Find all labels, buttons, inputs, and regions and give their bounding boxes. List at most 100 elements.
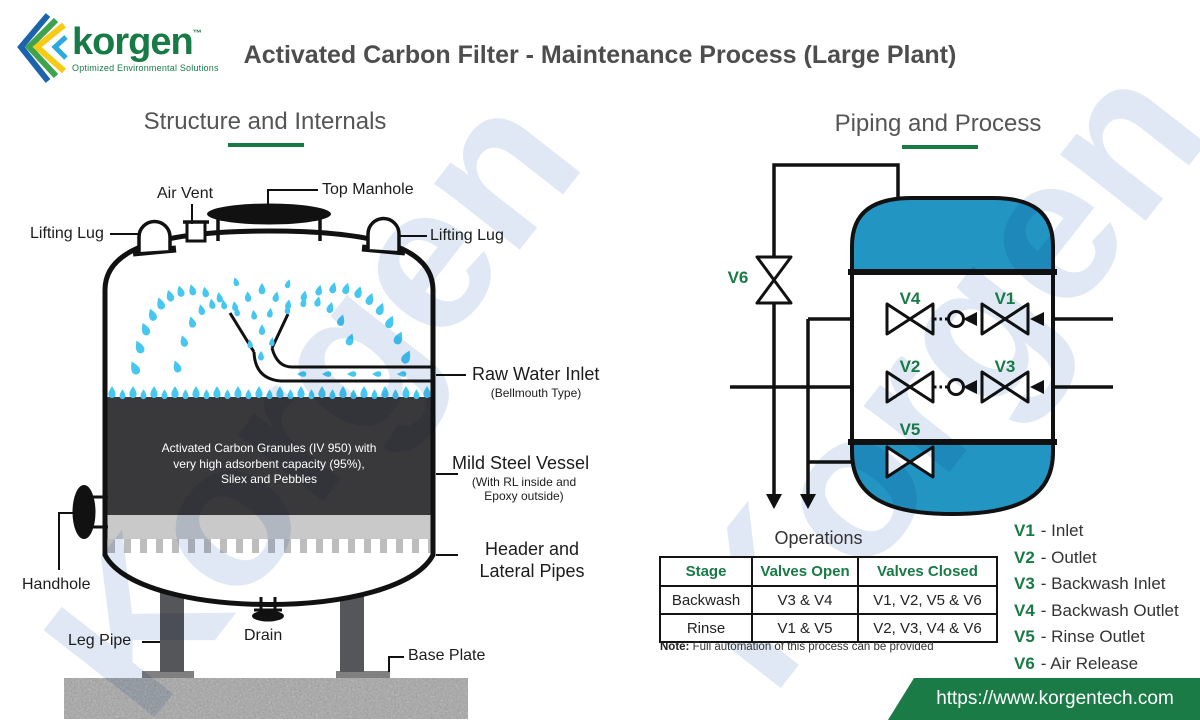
- handhole-fitting: [72, 485, 108, 539]
- label-lifting-lug-right: Lifting Lug: [430, 227, 504, 244]
- list-item: V1 - Inlet: [1014, 518, 1179, 545]
- operations-table: Stage Valves Open Valves Closed Backwash…: [659, 556, 998, 643]
- valves: [755, 255, 1030, 479]
- label-mild-steel-vessel: Mild Steel Vessel: [452, 453, 590, 473]
- dotted-links: [934, 317, 948, 389]
- valve-v1-symbol: [980, 302, 1030, 336]
- ops-rinse-stage: Rinse: [659, 613, 753, 643]
- top-manhole-fitting: [207, 203, 331, 241]
- ops-header-open: Valves Open: [751, 556, 859, 587]
- valve-v3-symbol: [980, 370, 1030, 404]
- label-drain: Drain: [244, 627, 283, 644]
- website-banner[interactable]: https://www.korgentech.com: [888, 678, 1200, 720]
- legend-id-v6: V6: [1014, 653, 1035, 673]
- flow-arrows: [766, 312, 1044, 509]
- list-item: V3 - Backwash Inlet: [1014, 571, 1179, 598]
- legend-label-v6: - Air Release: [1040, 653, 1139, 673]
- ops-header-closed: Valves Closed: [857, 556, 998, 587]
- website-url[interactable]: https://www.korgentech.com: [936, 688, 1174, 709]
- structure-diagram: [58, 189, 468, 719]
- label-lifting-lug-left: Lifting Lug: [30, 225, 104, 242]
- carbon-bed: [107, 397, 431, 515]
- valve-v4-symbol: [885, 302, 935, 336]
- legend-id-v3: V3: [1014, 574, 1035, 593]
- label-raw-water-inlet: Raw Water Inlet: [472, 364, 600, 384]
- right-section-heading: Piping and Process: [834, 110, 1042, 137]
- list-item: V5 - Rinse Outlet: [1014, 624, 1179, 651]
- korgen-logo-mark: [17, 13, 68, 83]
- korgen-logo: korgen™ Optimized Environmental Solution…: [12, 8, 242, 88]
- ops-backwash-stage: Backwash: [659, 585, 753, 615]
- valve-v6-symbol: [755, 255, 793, 305]
- label-mild-steel-vessel-sub1: (With RL inside and: [471, 475, 577, 489]
- label-raw-water-inlet-sub: (Bellmouth Type): [490, 386, 582, 400]
- valve-tag-v2: V2: [899, 357, 921, 376]
- label-leg-pipe: Leg Pipe: [68, 632, 132, 649]
- lateral-pipes-band: [107, 539, 431, 553]
- logo-tagline: Optimized Environmental Solutions: [72, 63, 219, 73]
- ops-rinse-closed: V2, V3, V4 & V6: [857, 613, 998, 643]
- raw-water-inlet-pipe: [228, 312, 433, 383]
- leader-lines: [58, 189, 466, 672]
- label-header-lateral-2: Lateral Pipes: [479, 561, 585, 581]
- left-heading-underline: [228, 143, 304, 147]
- legend-label-v5: - Rinse Outlet: [1040, 627, 1145, 646]
- piping-vessel: [848, 196, 1057, 517]
- legend-label-v2: - Outlet: [1040, 547, 1097, 567]
- lifting-lug-right-shape: [361, 216, 406, 256]
- legend-label-v1: - Inlet: [1040, 521, 1084, 540]
- legend-id-v2: V2: [1014, 547, 1035, 567]
- legend-id-v4: V4: [1014, 600, 1035, 620]
- bed-text-line3: Silex and Pebbles: [220, 472, 318, 486]
- note-text: Full automation of this process can be p…: [692, 641, 934, 653]
- list-item: V2- Outlet: [1014, 545, 1179, 572]
- bed-text-line1: Activated Carbon Granules (IV 950) with: [161, 441, 377, 455]
- valve-tag-v1: V1: [994, 289, 1016, 308]
- logo-wordmark: korgen: [72, 21, 194, 63]
- legend-id-v1: V1: [1014, 521, 1035, 540]
- valve-tag-v4: V4: [899, 289, 921, 308]
- legend-label-v4: - Backwash Outlet: [1040, 600, 1179, 620]
- list-item: V6- Air Release: [1014, 651, 1179, 678]
- operations-note: Note: Full automation of this process ca…: [660, 641, 934, 653]
- valve-legend: V1- Inlet V2- Outlet V3- Backwash Inlet …: [1014, 518, 1179, 677]
- air-vent-fitting: [183, 220, 209, 243]
- logo-tm: ™: [192, 28, 202, 38]
- label-top-manhole: Top Manhole: [322, 181, 414, 198]
- ops-header-stage: Stage: [659, 556, 753, 587]
- carbon-bed-text: Activated Carbon Granules (IV 950) with …: [129, 441, 409, 488]
- right-heading-underline: [902, 145, 978, 149]
- base-plates: [142, 671, 390, 678]
- nozzle-top: [947, 310, 965, 328]
- lifting-lug-left-shape: [132, 219, 177, 257]
- ops-backwash-closed: V1, V2, V5 & V6: [857, 585, 998, 615]
- silex-layer: [107, 515, 431, 539]
- label-mild-steel-vessel-sub2: Epoxy outside): [484, 489, 564, 503]
- ops-backwash-open: V3 & V4: [751, 585, 859, 615]
- operations-title: Operations: [774, 528, 863, 548]
- valve-tag-v3: V3: [994, 357, 1016, 376]
- ground-concrete: [64, 678, 468, 719]
- valve-v2-symbol: [885, 370, 935, 404]
- table-row: Rinse V1 & V5 V2, V3, V4 & V6: [659, 613, 998, 643]
- bed-text-line2: very high adsorbent capacity (95%),: [173, 456, 365, 471]
- nozzle-bottom: [947, 378, 965, 396]
- valve-tag-v5: V5: [899, 420, 921, 439]
- drain-fitting: [252, 597, 284, 622]
- piping-diagram: [730, 163, 1113, 517]
- left-section-heading: Structure and Internals: [143, 108, 387, 135]
- legend-label-v3: - Backwash Inlet: [1040, 574, 1166, 593]
- note-label: Note:: [660, 641, 690, 653]
- legend-id-v5: V5: [1014, 627, 1035, 646]
- list-item: V4- Backwash Outlet: [1014, 598, 1179, 625]
- valve-v5-symbol: [885, 445, 935, 479]
- page-title: Activated Carbon Filter - Maintenance Pr…: [243, 41, 957, 69]
- valve-tag-v6: V6: [727, 268, 749, 287]
- label-base-plate: Base Plate: [408, 647, 486, 664]
- label-header-lateral-1: Header and: [484, 539, 580, 559]
- operations-header-row: Stage Valves Open Valves Closed: [659, 556, 998, 587]
- label-handhole: Handhole: [22, 576, 91, 593]
- label-air-vent: Air Vent: [157, 185, 214, 202]
